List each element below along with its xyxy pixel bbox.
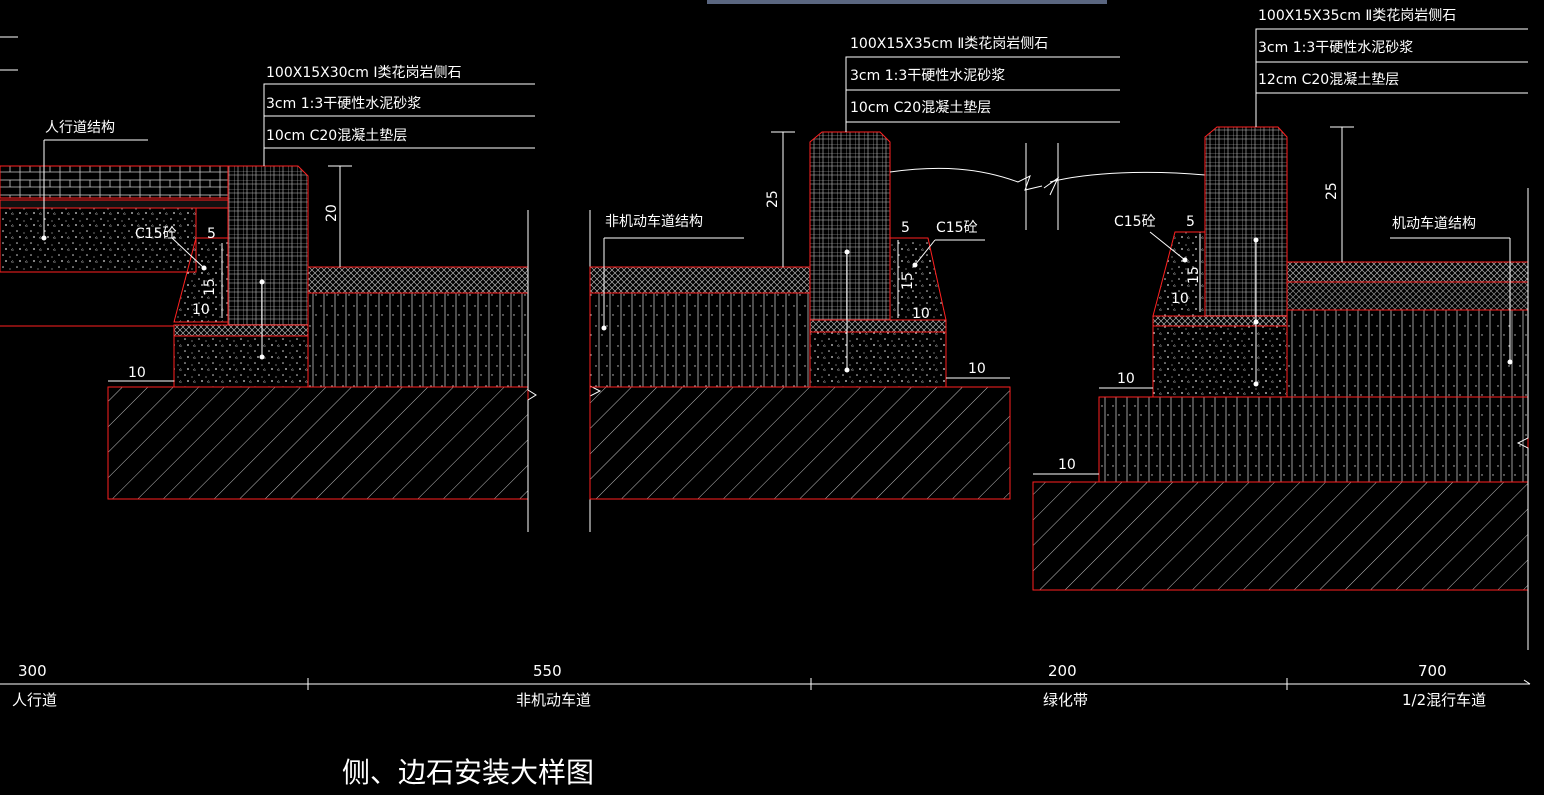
- concrete-bed-left: [173, 335, 309, 388]
- window-top-bar: [707, 0, 1107, 4]
- curb-stone-middle: [809, 131, 891, 321]
- dim-15: 15: [202, 278, 218, 296]
- bottom-dimension-line: 300 人行道 550 非机动车道 200 绿化带 700 1/2混行车道: [0, 662, 1531, 709]
- dim-motorway-name: 1/2混行车道: [1402, 691, 1486, 709]
- mortar-left: [173, 324, 309, 337]
- sidewalk-paving: [0, 165, 229, 199]
- sidewalk-mortar: [0, 199, 229, 209]
- spec-line-2: 3cm 1:3干硬性水泥砂浆: [266, 96, 421, 112]
- road-surface: [1286, 261, 1529, 283]
- drawing-title: 侧、边石安装大样图: [342, 756, 594, 789]
- c15-label-middle: C15砼: [936, 220, 978, 236]
- middle-curb-detail: 100X15X35cm Ⅱ类花岗岩侧石 3cm 1:3干硬性水泥砂浆 10cm …: [589, 36, 1206, 532]
- break-line: [527, 210, 537, 532]
- bike-lane-surface-b: [589, 266, 811, 294]
- spec-line-1: 100X15X35cm Ⅱ类花岗岩侧石: [1258, 8, 1456, 24]
- dim-10a: 10: [912, 306, 930, 322]
- sidewalk-structure-label: 人行道结构: [45, 120, 115, 136]
- subgrade-middle: [589, 386, 1011, 500]
- dim-15: 15: [1186, 266, 1202, 284]
- spec-line-1: 100X15X35cm Ⅱ类花岗岩侧石: [850, 36, 1048, 52]
- bike-lane-base-b: [589, 292, 811, 388]
- dim-20: 20: [324, 204, 340, 222]
- road-binder: [1286, 281, 1529, 311]
- road-base: [1286, 309, 1529, 398]
- road-base-lower: [1098, 396, 1529, 483]
- dim-25: 25: [1324, 182, 1340, 200]
- spec-line-3: 10cm C20混凝土垫层: [850, 100, 991, 116]
- bike-lane-base-a: [307, 292, 529, 388]
- spec-line-3: 12cm C20混凝土垫层: [1258, 72, 1399, 88]
- dim-bikelane-name: 非机动车道: [516, 691, 591, 709]
- dim-15: 15: [900, 272, 916, 290]
- dim-10b: 10: [968, 361, 986, 377]
- motor-structure-label: 机动车道结构: [1392, 215, 1476, 232]
- dim-10b: 10: [128, 365, 146, 381]
- dim-motorway-value: 700: [1418, 662, 1447, 680]
- dim-10a: 10: [192, 302, 210, 318]
- spec-line-2: 3cm 1:3干硬性水泥砂浆: [850, 68, 1005, 84]
- dim-10c: 10: [1058, 457, 1076, 473]
- dim-5: 5: [1186, 214, 1195, 230]
- dim-greenbelt-name: 绿化带: [1043, 691, 1088, 709]
- dim-sidewalk-value: 300: [18, 662, 47, 680]
- curb-stone-right: [1204, 126, 1288, 317]
- dim-10a: 10: [1171, 291, 1189, 307]
- concrete-bed-right: [1152, 325, 1288, 398]
- bike-structure-label: 非机动车道结构: [605, 213, 703, 230]
- greenbelt-ground: [889, 167, 1043, 191]
- left-curb-detail: 100X15X30cm Ⅰ类花岗岩侧石 3cm 1:3干硬性水泥砂浆 10cm …: [0, 65, 537, 532]
- concrete-bed-middle: [809, 331, 947, 388]
- dim-25: 25: [765, 190, 781, 208]
- dim-greenbelt-value: 200: [1048, 662, 1077, 680]
- curb-stone-left: [227, 165, 309, 326]
- spec-line-3: 10cm C20混凝土垫层: [266, 128, 407, 144]
- dim-5: 5: [901, 220, 910, 236]
- dim-sidewalk-name: 人行道: [12, 691, 57, 709]
- dim-bikelane-value: 550: [533, 662, 562, 680]
- bike-lane-surface-a: [307, 266, 529, 294]
- spec-line-2: 3cm 1:3干硬性水泥砂浆: [1258, 40, 1413, 56]
- c15-label-left: C15砼: [135, 226, 177, 242]
- break-line: [1516, 188, 1529, 650]
- spec-leader-left: [263, 83, 535, 166]
- right-curb-detail: 100X15X35cm Ⅱ类花岗岩侧石 3cm 1:3干硬性水泥砂浆 12cm …: [1032, 8, 1529, 650]
- subgrade-left: [107, 386, 529, 500]
- mortar-right: [1152, 315, 1288, 327]
- spec-line-1: 100X15X30cm Ⅰ类花岗岩侧石: [266, 65, 461, 81]
- subgrade-right: [1032, 481, 1529, 591]
- c15-label-right: C15砼: [1114, 214, 1156, 230]
- dim-10b: 10: [1117, 371, 1135, 387]
- dim-5: 5: [207, 226, 216, 242]
